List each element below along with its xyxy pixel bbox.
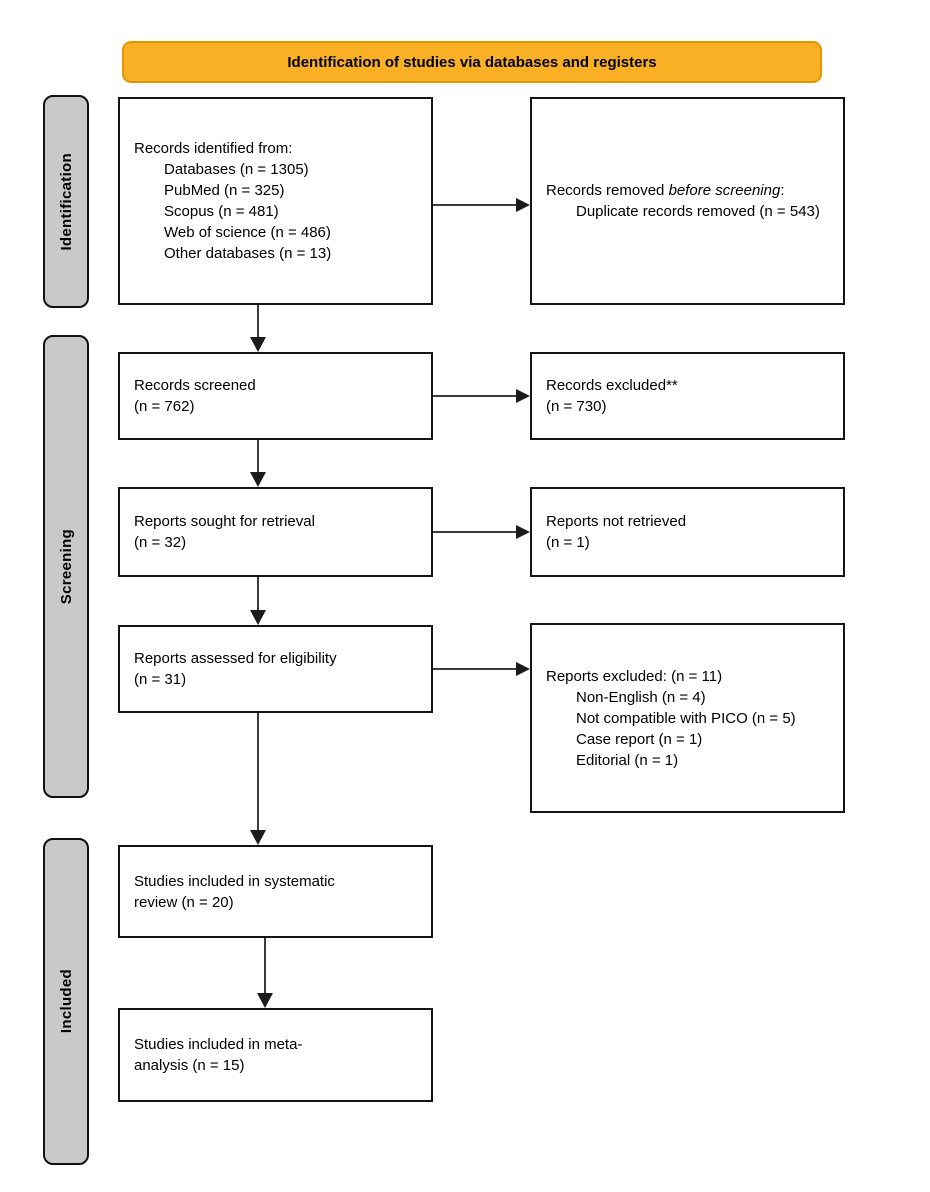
reports-excluded-head: Reports excluded: (n = 11)	[546, 667, 723, 685]
arrowhead-right-icon	[516, 525, 530, 539]
stage-bar-screening: Screening	[43, 335, 89, 798]
reports-sought-line: Reports sought for retrieval	[134, 513, 315, 530]
records-identified-head: Records identified from:	[134, 140, 293, 157]
stage-label-included: Included	[57, 969, 75, 1034]
diagram-title-banner: Identification of studies via databases …	[122, 41, 822, 83]
stage-label-screening: Screening	[57, 528, 75, 605]
records-identified-item: Web of science (n = 486)	[164, 224, 331, 241]
stage-bar-identification: Identification	[43, 95, 89, 308]
reports-excluded-item: Not compatible with PICO (n = 5)	[576, 709, 796, 727]
arrowhead-down-icon	[250, 610, 266, 625]
arrowhead-down-icon	[250, 337, 266, 352]
box-records-removed: Records removed before screening: Duplic…	[530, 97, 845, 305]
reports-not-retrieved-line: Reports not retrieved	[546, 513, 687, 530]
box-reports-excluded: Reports excluded: (n = 11) Non-English (…	[530, 623, 845, 813]
box-reports-not-retrieved: Reports not retrieved (n = 1)	[530, 487, 845, 577]
arrowhead-right-icon	[516, 198, 530, 212]
reports-excluded-item: Case report (n = 1)	[576, 730, 703, 748]
box-records-screened: Records screened (n = 762)	[118, 352, 433, 440]
stage-bar-included: Included	[43, 838, 89, 1165]
records-screened-line: Records screened	[134, 377, 256, 394]
records-removed-item: Duplicate records removed (n = 543)	[576, 203, 820, 220]
box-reports-sought: Reports sought for retrieval (n = 32)	[118, 487, 433, 577]
records-removed-head: Records removed before screening:	[546, 182, 785, 199]
included-meta-line: analysis (n = 15)	[134, 1057, 245, 1074]
records-excluded-line: Records excluded**	[546, 377, 678, 394]
box-records-identified: Records identified from: Databases (n = …	[118, 97, 433, 305]
reports-excluded-item: Editorial (n = 1)	[576, 751, 679, 769]
reports-sought-line: (n = 32)	[134, 534, 187, 551]
arrowhead-down-icon	[257, 993, 273, 1008]
box-included-meta-analysis: Studies included in meta- analysis (n = …	[118, 1008, 433, 1102]
arrowhead-right-icon	[516, 389, 530, 403]
box-reports-assessed: Reports assessed for eligibility (n = 31…	[118, 625, 433, 713]
included-review-line: review (n = 20)	[134, 893, 234, 911]
arrowhead-right-icon	[516, 662, 530, 676]
box-included-systematic-review: Studies included in systematic review (n…	[118, 845, 433, 938]
records-screened-line: (n = 762)	[134, 398, 195, 415]
box-records-excluded: Records excluded** (n = 730)	[530, 352, 845, 440]
arrowhead-down-icon	[250, 472, 266, 487]
reports-assessed-line: (n = 31)	[134, 671, 187, 688]
reports-excluded-item: Non-English (n = 4)	[576, 688, 706, 706]
included-meta-line: Studies included in meta-	[134, 1036, 303, 1053]
records-identified-item: Other databases (n = 13)	[164, 245, 332, 262]
included-review-line: Studies included in systematic	[134, 872, 335, 890]
reports-assessed-line: Reports assessed for eligibility	[134, 650, 337, 667]
records-identified-item: Scopus (n = 481)	[164, 203, 279, 220]
records-identified-item: Databases (n = 1305)	[164, 161, 309, 178]
records-excluded-line: (n = 730)	[546, 398, 607, 415]
reports-not-retrieved-line: (n = 1)	[546, 534, 590, 551]
diagram-title: Identification of studies via databases …	[287, 53, 657, 71]
arrowhead-down-icon	[250, 830, 266, 845]
stage-label-identification: Identification	[57, 152, 75, 251]
records-identified-item: PubMed (n = 325)	[164, 182, 285, 199]
